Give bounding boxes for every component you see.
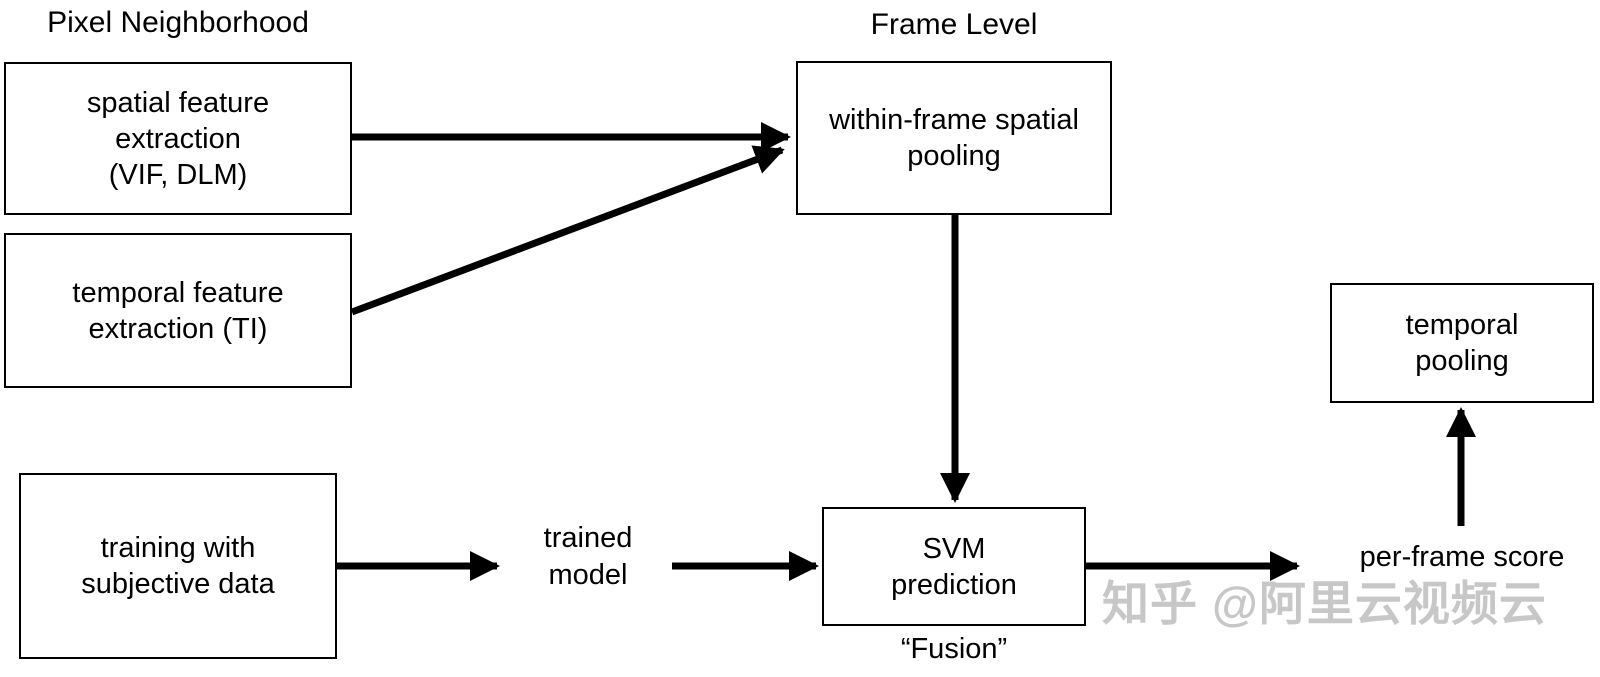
- arrow-temporal-to-pooling: [350, 145, 785, 316]
- heading-pixel-neighborhood: Pixel Neighborhood: [47, 6, 309, 39]
- node-temporal-feature-extraction: temporal feature extraction (TI): [4, 233, 352, 388]
- node-within-frame-spatial-pooling: within-frame spatial pooling: [796, 61, 1112, 215]
- label-per-frame-score: per-frame score: [1359, 541, 1565, 573]
- zhihu-watermark: 知乎 @阿里云视频云: [1102, 577, 1547, 630]
- label-trained-model: trained model: [543, 522, 633, 591]
- node-spatial-feature-extraction: spatial feature extraction (VIF, DLM): [4, 62, 352, 215]
- node-svm-prediction: SVM prediction: [822, 507, 1086, 626]
- node-temporal-pooling: temporal pooling: [1330, 283, 1594, 403]
- label-fusion-caption: “Fusion”: [900, 633, 1008, 665]
- heading-frame-level: Frame Level: [870, 8, 1038, 41]
- node-training-with-subjective-data: training with subjective data: [19, 473, 337, 659]
